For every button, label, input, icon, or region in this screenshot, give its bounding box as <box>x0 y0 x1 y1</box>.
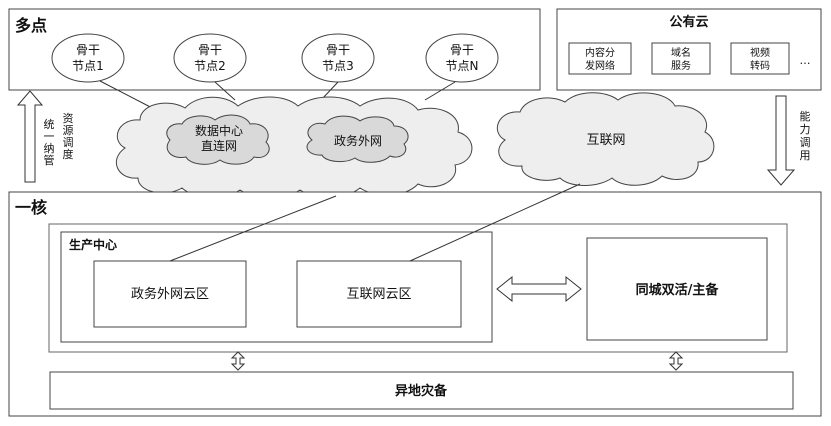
service-cdn: 内容分 发网络 <box>568 42 632 75</box>
left-label-c2-1: 源 <box>63 123 74 137</box>
left-label-c1-1: 一 <box>44 130 55 143</box>
datacenter-cloud-line2: 直连网 <box>201 138 237 153</box>
service-cdn-line2: 发网络 <box>585 59 615 72</box>
up-arrow-icon <box>16 90 44 183</box>
service-transcode-line2: 转码 <box>750 59 770 72</box>
left-label-c1-0: 统 <box>44 118 55 131</box>
double-arrow-vertical-right-icon <box>668 351 684 371</box>
service-dns-line2: 服务 <box>671 59 691 72</box>
gov-net-cloud-label: 政务外网 <box>334 133 382 148</box>
production-center-title: 生产中心 <box>69 237 117 252</box>
one-core-title: 一核 <box>15 198 47 217</box>
node-1-line1: 骨干 <box>76 43 100 57</box>
internet-cloud-shape <box>496 92 715 186</box>
service-transcode: 视频 转码 <box>730 42 790 75</box>
backbone-node-2: 骨干 节点2 <box>173 33 247 83</box>
service-dns: 域名 服务 <box>651 42 711 75</box>
disaster-recovery-label: 异地灾备 <box>395 383 448 399</box>
datacenter-cloud-line1: 数据中心 <box>195 123 243 138</box>
gov-zone-box <box>93 260 247 328</box>
node-n-line1: 骨干 <box>450 43 474 57</box>
node-2-line1: 骨干 <box>198 43 222 57</box>
node-1-line2: 节点1 <box>72 59 104 73</box>
internet-cloud-label: 互联网 <box>586 133 625 148</box>
service-transcode-line1: 视频 <box>750 46 770 59</box>
services-ellipsis: … <box>800 54 811 67</box>
backbone-node-n: 骨干 节点N <box>425 33 499 83</box>
node-2-line2: 节点2 <box>194 59 226 73</box>
right-label-0: 能 <box>800 109 811 123</box>
internet-zone-box <box>296 260 462 328</box>
internet-zone-label: 互联网云区 <box>346 287 411 302</box>
node-3-line1: 骨干 <box>326 43 350 57</box>
active-standby-box <box>586 237 768 341</box>
service-dns-line1: 域名 <box>671 46 691 59</box>
multi-point-title: 多点 <box>15 16 47 35</box>
right-label-1: 力 <box>800 123 811 136</box>
gov-zone-label: 政务外网云区 <box>131 286 209 302</box>
left-label-c2-3: 度 <box>63 147 74 161</box>
right-arrow-labels: 能 力 调 用 <box>800 109 811 162</box>
node-n-line2: 节点N <box>446 59 479 73</box>
service-cdn-line1: 内容分 <box>585 46 615 59</box>
left-label-c2-2: 调 <box>63 136 74 149</box>
datacenter-cloud-shape <box>166 114 270 165</box>
left-label-c1-3: 管 <box>44 153 55 167</box>
gov-net-cloud-shape <box>306 115 409 163</box>
backbone-node-1: 骨干 节点1 <box>51 33 125 83</box>
right-label-3: 用 <box>800 149 811 162</box>
public-cloud-title: 公有云 <box>669 14 708 30</box>
node-links <box>99 80 456 113</box>
node-3-line2: 节点3 <box>322 59 354 73</box>
active-standby-label: 同城双活/主备 <box>636 282 720 298</box>
left-label-c1-2: 纳 <box>44 142 55 155</box>
double-arrow-vertical-left-icon <box>230 351 246 371</box>
double-arrow-horizontal-icon <box>496 275 582 303</box>
left-label-c2-0: 资 <box>63 112 74 125</box>
right-label-2: 调 <box>800 136 811 149</box>
left-arrow-labels: 统 一 纳 管 资 源 调 度 <box>44 112 74 167</box>
disaster-recovery-box <box>49 371 794 410</box>
backbone-node-3: 骨干 节点3 <box>301 33 375 83</box>
down-arrow-icon <box>766 95 796 186</box>
zone-links <box>169 183 581 262</box>
